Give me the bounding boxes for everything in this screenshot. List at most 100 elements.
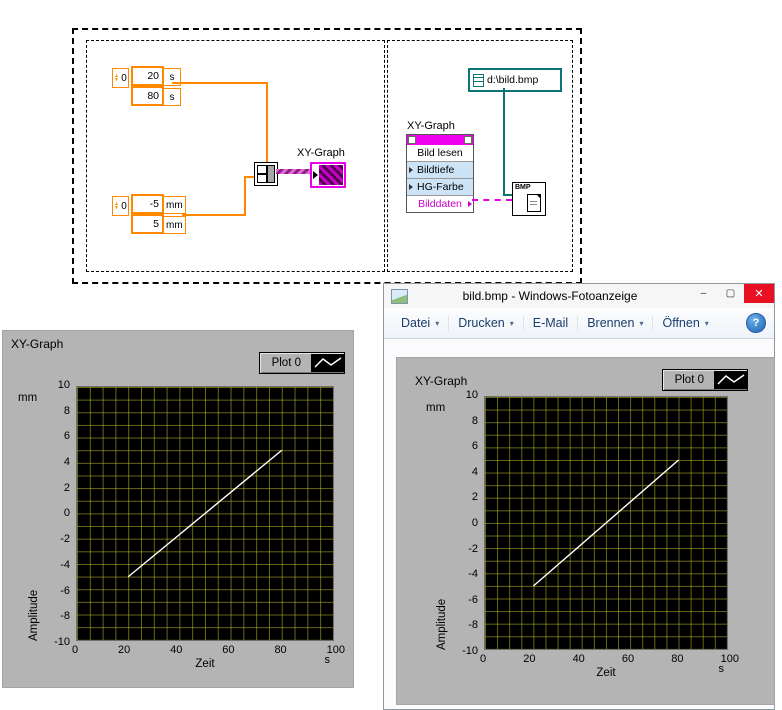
x-unit-label: s: [324, 654, 331, 666]
ref-corner-icon: [464, 136, 472, 144]
array-element[interactable]: -5 mm: [131, 194, 186, 216]
method-row[interactable]: Bild lesen: [407, 145, 473, 161]
graph-title: XY-Graph: [415, 374, 468, 388]
write-bmp-file-node[interactable]: BMP: [512, 182, 546, 216]
output-row[interactable]: Bilddaten: [407, 195, 473, 212]
chevron-down-icon: ▾: [509, 318, 514, 328]
title-bar[interactable]: bild.bmp - Windows-Fotoanzeige – ▢ ✕: [384, 284, 774, 308]
chevron-down-icon: ▾: [435, 318, 440, 328]
maximize-button[interactable]: ▢: [725, 288, 736, 299]
menu-item-datei[interactable]: Datei ▾: [392, 313, 448, 333]
tick-label: 20: [118, 644, 131, 656]
plot-legend[interactable]: Plot 0: [258, 352, 345, 374]
tick-label: -10: [462, 644, 478, 657]
tick-label: 10: [465, 389, 478, 401]
tick-label: 6: [471, 440, 478, 453]
menu-label: E-Mail: [532, 316, 569, 330]
path-type-icon: [473, 73, 484, 87]
path-text[interactable]: d:\bild.bmp: [487, 74, 539, 86]
file-document-icon: [527, 194, 541, 212]
property-row[interactable]: Bildtiefe: [407, 161, 473, 178]
menu-label: Datei: [401, 316, 431, 330]
menu-label: Brennen: [587, 316, 635, 330]
block-diagram-sequence-structure: ▲▼ 0 20 s 80 s ▲▼ 0 -5: [72, 28, 582, 284]
path-constant[interactable]: d:\bild.bmp: [468, 68, 562, 92]
tick-label: 60: [621, 653, 635, 665]
array-index-box[interactable]: ▲▼ 0: [112, 68, 129, 88]
array-index-box[interactable]: ▲▼ 0: [112, 196, 129, 216]
caption-buttons: – ▢ ✕: [690, 284, 774, 303]
xy-graph-property-node[interactable]: Bild lesen Bildtiefe HG-Farbe Bilddaten: [406, 134, 474, 213]
menu-separator: [577, 315, 579, 331]
wire-amp-array-v: [244, 176, 246, 216]
numeric-value[interactable]: -5: [131, 194, 164, 214]
tick-label: 100: [720, 653, 739, 665]
x-axis-label: Zeit: [596, 667, 616, 679]
menu-label: Öffnen: [662, 316, 700, 330]
tick-label: 10: [57, 379, 70, 391]
class-ref-bar: [407, 135, 473, 145]
menu-item-oeffnen[interactable]: Öffnen ▾: [653, 313, 717, 333]
unit-label: s: [164, 88, 181, 106]
chevron-down-icon: ▾: [639, 318, 644, 328]
bundle-input-cell: [257, 174, 267, 183]
menu-item-drucken[interactable]: Drucken ▾: [449, 313, 523, 333]
menu-item-brennen[interactable]: Brennen ▾: [578, 313, 652, 333]
menu-item-email[interactable]: E-Mail: [524, 313, 577, 333]
output-arrow-icon: [468, 201, 472, 207]
property-row[interactable]: HG-Farbe: [407, 178, 473, 195]
tick-label: 8: [63, 404, 70, 417]
menu-label: Drucken: [458, 316, 505, 330]
window-picture-icon: [391, 288, 408, 304]
graph-title: XY-Graph: [11, 337, 64, 351]
bundle-node[interactable]: [254, 162, 278, 186]
legend-line-swatch-icon[interactable]: [311, 354, 344, 372]
ref-corner-icon: [408, 136, 416, 144]
array-element[interactable]: 80 s: [131, 86, 181, 108]
tick-label: 40: [572, 653, 585, 665]
index-spinner-icon[interactable]: ▲▼: [114, 201, 119, 211]
close-button[interactable]: ✕: [744, 284, 774, 303]
index-spinner-icon[interactable]: ▲▼: [114, 73, 119, 83]
tick-label: 0: [63, 507, 70, 520]
numeric-value[interactable]: 80: [131, 86, 164, 106]
tick-label: -2: [468, 542, 478, 555]
property-row-label: Bildtiefe: [417, 164, 455, 176]
numeric-value[interactable]: 20: [131, 66, 164, 86]
tick-label: 4: [63, 456, 70, 469]
bmp-node-label: BMP: [515, 184, 531, 191]
tick-label: 8: [471, 414, 478, 427]
menu-bar: Datei ▾ Drucken ▾ E-Mail Brennen ▾ Öffne…: [384, 308, 774, 339]
sequence-frame-1: [86, 40, 385, 272]
time-array-constant[interactable]: ▲▼ 0 20 s 80 s: [112, 66, 181, 108]
numeric-value[interactable]: 5: [131, 214, 164, 234]
terminal-pattern: [319, 165, 343, 185]
sequence-frame-2: [387, 40, 573, 272]
help-button[interactable]: ?: [746, 313, 766, 333]
tick-label: 2: [63, 481, 70, 494]
y-axis-label: Amplitude: [436, 598, 448, 650]
minimize-button[interactable]: –: [700, 288, 707, 299]
legend-label: Plot 0: [271, 357, 301, 369]
legend-line-swatch-icon: [714, 371, 747, 389]
x-unit-label: s: [718, 663, 725, 675]
property-row-label: HG-Farbe: [417, 181, 464, 193]
array-element[interactable]: 20 s: [131, 66, 181, 88]
legend-label: Plot 0: [674, 374, 704, 386]
tick-label: -4: [468, 568, 478, 581]
wire-amp-array-h2: [244, 176, 256, 178]
tick-label: -2: [60, 533, 70, 546]
tick-label: 80: [671, 653, 684, 665]
wire-image-data: [472, 199, 512, 201]
wire-path-v: [503, 88, 505, 196]
xy-graph-terminal[interactable]: [310, 162, 346, 188]
amplitude-array-constant[interactable]: ▲▼ 0 -5 mm 5 mm: [112, 194, 186, 236]
array-element[interactable]: 5 mm: [131, 214, 186, 236]
tick-label: 20: [523, 653, 536, 665]
plot-area[interactable]: [76, 386, 334, 641]
